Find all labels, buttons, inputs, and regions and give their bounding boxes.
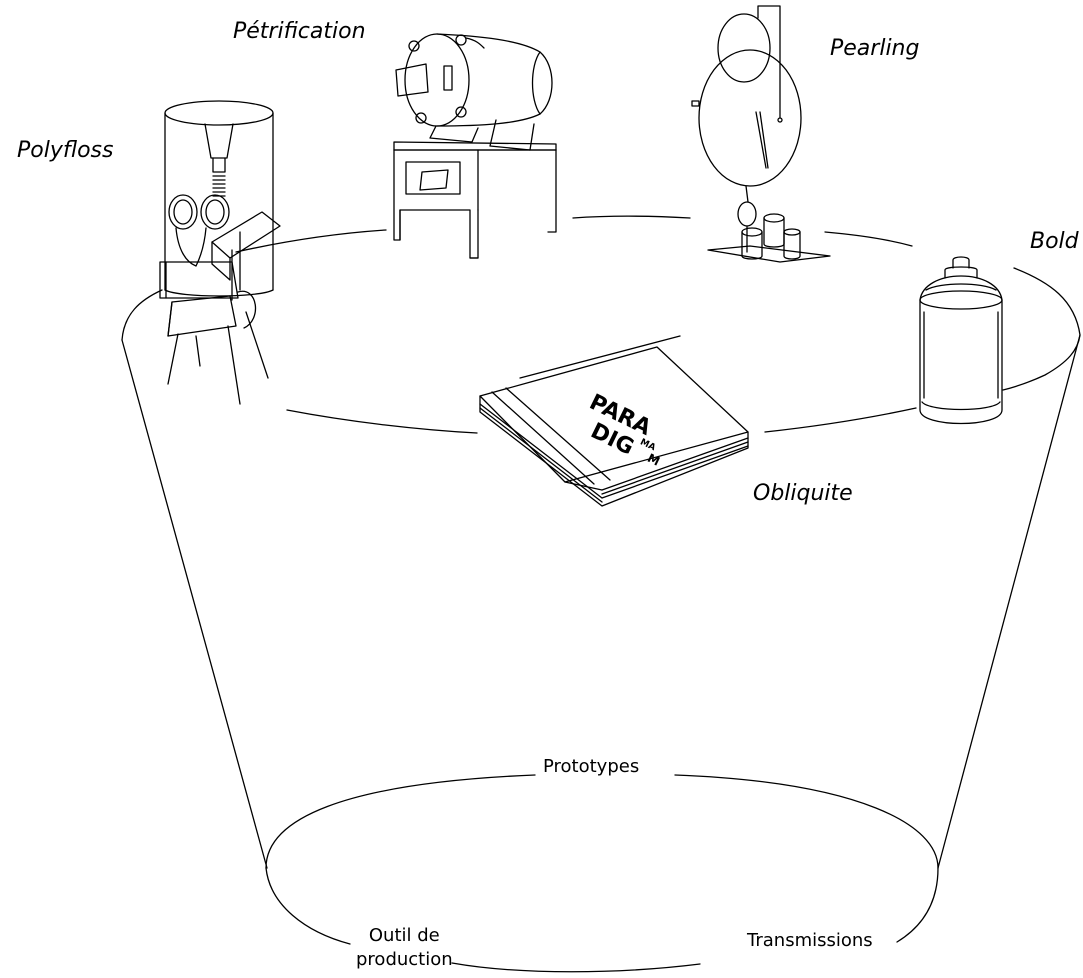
petrification-furnace-illustration [393,33,557,259]
top-ring-arc-front-right [764,407,917,433]
label-polyfloss: Polyfloss [17,138,114,163]
bottom-ring-back-left [265,774,536,869]
pearling-instrument-illustration [691,5,831,263]
top-ring-arc-front-left [286,409,478,434]
label-bold: Bold [1030,229,1079,254]
funnel-wall-right [937,334,1081,869]
book-cover-line2-sub: M [645,451,662,469]
polyfloss-machine-illustration [159,100,281,405]
bottom-ring-front-left [265,867,351,945]
top-ring-arc-back-center [572,215,691,219]
label-pearling: Pearling [830,36,920,61]
book-cover-line2-super: MA [638,437,657,453]
label-prototypes: Prototypes [543,756,640,777]
bottom-ring-front-right [896,867,939,943]
bottom-ring-back-right [674,774,939,869]
label-outil-line1: Outil de [368,925,440,946]
bottom-ring-front-center [451,962,701,973]
top-ring-arc-left [121,289,163,341]
label-transmissions: Transmissions [747,930,873,951]
label-outil-de-production: Outil de production [356,924,453,973]
top-ring-arc-back-right [824,231,913,247]
book-cover-title: PARA DIG MA M [585,390,662,469]
top-ring-arc-right [1002,267,1081,391]
label-petrification: Pétrification [233,19,366,44]
obliquite-book-illustration [479,335,749,507]
bold-spray-can-illustration [919,256,1003,425]
label-obliquite: Obliquite [753,481,853,506]
funnel-outline [121,215,1081,973]
label-outil-line2: production [356,949,453,971]
funnel-wall-left [121,339,268,869]
top-ring-arc-back-left [235,229,387,253]
